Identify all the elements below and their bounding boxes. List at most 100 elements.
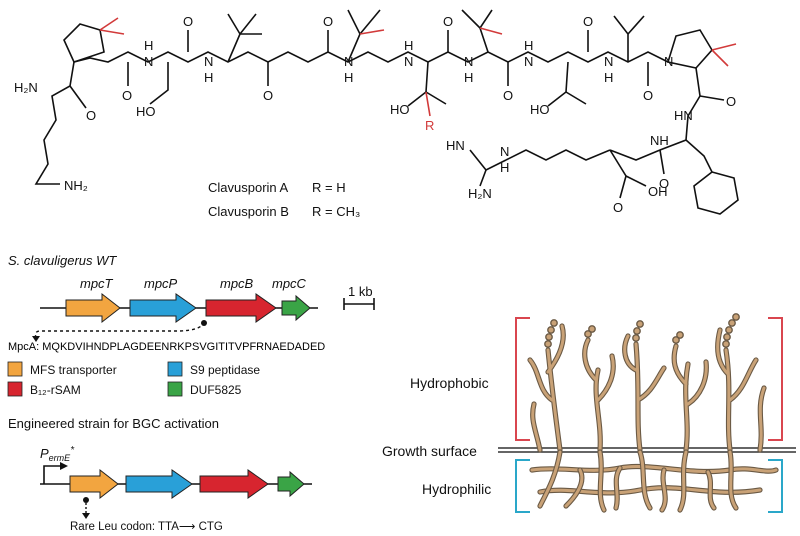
hydrophobic-bracket-left <box>515 317 530 441</box>
caption-clavusporin-a-name: Clavusporin A <box>208 180 289 195</box>
caption-clavusporin-b-name: Clavusporin B <box>208 204 289 219</box>
gene-label-mpcc: mpcC <box>272 276 307 291</box>
n-atom-arg: N <box>500 144 509 159</box>
valine-branch <box>627 15 645 35</box>
h-atom-arg: H <box>500 160 509 175</box>
r-group: R <box>425 118 434 133</box>
legend-swatch-s9 <box>167 361 183 377</box>
guanidine-nh2 <box>479 169 487 187</box>
wt-gene-cluster: S. clavuligerus WT mpcT mpcP mpcB mpcC 1… <box>8 253 375 353</box>
promoter-arrow-icon <box>43 465 62 484</box>
c-term-carbonyl <box>699 95 725 101</box>
ethyl-branch-2b <box>461 9 481 29</box>
aerial-hyphae <box>527 323 767 453</box>
serine-side-chain <box>149 62 169 105</box>
threonine-2-methyl <box>565 91 587 105</box>
legend-label-duf: DUF5825 <box>190 383 242 397</box>
substrate-hyphae <box>529 449 779 513</box>
peptide-sequence: MpcA: MQKDVIHNDPLAGDEENRKPSVGITITVPFRNAE… <box>8 341 325 353</box>
scale-bar-label: 1 kb <box>348 284 373 299</box>
eng-gene-arrow-mpcc <box>277 470 305 498</box>
gene-arrow-mpcp <box>129 293 197 323</box>
proline-ring-2 <box>666 29 713 69</box>
methyl-4a <box>711 43 737 51</box>
engineered-title: Engineered strain for BGC activation <box>8 416 219 431</box>
n-atom-3: N <box>344 54 353 69</box>
legend-swatch-b12 <box>7 381 23 397</box>
phe-side-chain <box>685 139 713 173</box>
promoter-p: P <box>40 446 49 461</box>
h-atom-3: H <box>344 70 353 85</box>
growth-surface-label: Growth surface <box>382 443 477 459</box>
methyl-1a <box>99 17 119 31</box>
hydrophobic-label: Hydrophobic <box>410 375 489 391</box>
ho-threonine-2: HO <box>530 102 550 117</box>
proline-ring-1 <box>63 23 105 63</box>
promoter-subscript: ermE <box>49 453 71 463</box>
ethyl-branch-1b <box>359 9 381 35</box>
gene-arrow-mpcb <box>205 293 277 323</box>
eng-gene-arrow-mpct <box>69 468 119 500</box>
caption-clavusporin-a-r: R = H <box>312 180 346 195</box>
legend-label-mfs: MFS transporter <box>30 363 117 377</box>
clavusporin-structure: H₂N NH₂ O O N H HO O N H O O N H N H HO … <box>14 9 739 219</box>
peptide-residues: MQKDVIHNDPLAGDEENRKPSVGITITVPFRNAEDADED <box>42 341 325 353</box>
peptide-backbone <box>73 51 669 63</box>
arginine-carboxyl <box>609 149 627 199</box>
o-atom-9: O <box>643 88 653 103</box>
wt-title: S. clavuligerus WT <box>8 253 117 268</box>
h-atom-2: H <box>204 70 213 85</box>
lysine-chain <box>34 61 75 185</box>
o-atom-7: O <box>503 88 513 103</box>
n-atom-8: N <box>664 54 673 69</box>
mpca-gene-dot <box>201 320 207 326</box>
codon-dot <box>83 497 89 503</box>
o-atom-12: O <box>613 200 623 215</box>
methyl-2 <box>359 29 385 35</box>
o-atom-5: O <box>323 14 333 29</box>
n-atom-5: N <box>464 54 473 69</box>
h-atom-6: H <box>524 38 533 53</box>
promoter-label: PermE* <box>40 445 75 463</box>
guanidine-h2n: H₂N <box>468 186 492 201</box>
o-atom-3: O <box>183 14 193 29</box>
hydrophilic-label: Hydrophilic <box>422 481 491 497</box>
o-atom-10: O <box>726 94 736 109</box>
valine-side-chain <box>613 15 629 62</box>
caption-clavusporin-b-r: R = CH₃ <box>312 204 360 219</box>
nh-label: NH <box>650 133 669 148</box>
n-atom-7: N <box>604 54 613 69</box>
o-atom-6: O <box>443 14 453 29</box>
h-atom-7: H <box>604 70 613 85</box>
lysine-amine: NH₂ <box>64 178 88 193</box>
h-atom-4: H <box>404 38 413 53</box>
n-terminal-amine: H₂N <box>14 80 38 95</box>
gene-label-mpcb: mpcB <box>220 276 254 291</box>
gene-label-mpct: mpcT <box>80 276 114 291</box>
hydrophilic-bracket-left <box>515 459 530 513</box>
codon-note: Rare Leu codon: TTA⟶ CTG <box>70 521 223 533</box>
hydrophilic-bracket-right <box>768 459 783 513</box>
o-atom-11: O <box>659 176 669 191</box>
methyl-4b <box>711 49 729 67</box>
growth-panel: Hydrophobic Growth surface Hydrophilic <box>382 313 796 513</box>
ho-serine: HO <box>136 104 156 119</box>
n-atom-6: N <box>524 54 533 69</box>
spore-chains <box>544 313 740 348</box>
hn-label: HN <box>674 108 693 123</box>
o-atom-1: O <box>86 108 96 123</box>
gene-arrow-mpct <box>65 292 121 324</box>
eng-gene-arrow-mpcb <box>199 469 269 499</box>
oh-cooh: OH <box>648 184 668 199</box>
o-atom-8: O <box>583 14 593 29</box>
ho-threonine-1: HO <box>390 102 410 117</box>
gene-arrow-mpcc <box>281 294 311 322</box>
promoter-arrowhead <box>60 462 68 470</box>
legend-swatch-mfs <box>7 361 23 377</box>
methyl-3 <box>479 27 503 35</box>
codon-arrowhead <box>82 513 90 519</box>
lysine-carbonyl <box>69 85 87 109</box>
hydrophobic-bracket-right <box>768 317 783 441</box>
cooh-bond <box>625 175 647 187</box>
